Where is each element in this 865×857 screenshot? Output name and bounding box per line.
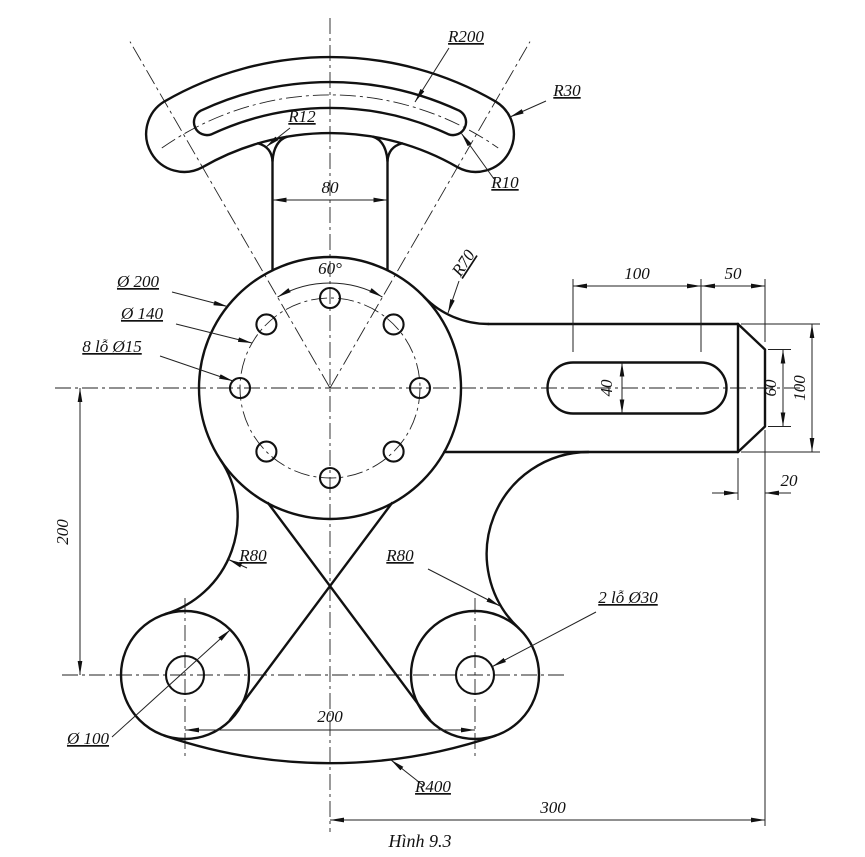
dim-label-r10: R10 [490, 173, 519, 192]
dim-label-100-top: 100 [624, 264, 650, 283]
left-fillet-r80 [164, 458, 239, 616]
dim-label-200-left: 200 [53, 519, 72, 545]
dim-label-80: 80 [322, 178, 340, 197]
right-lobe [409, 609, 541, 741]
handle-slot [192, 80, 468, 137]
dim-label-r400: R400 [414, 777, 451, 796]
arm-end-cap [736, 322, 767, 454]
dim-label-dia100: Ø 100 [66, 729, 110, 748]
bolt-holes [228, 286, 432, 490]
leader-lines [111, 47, 597, 787]
dim-label-60deg: 60° [318, 259, 342, 278]
dim-label-r12: R12 [287, 107, 316, 126]
right-lobe-hole [454, 654, 496, 696]
dim-label-60-right: 60 [761, 379, 780, 397]
dim-label-40: 40 [597, 379, 616, 397]
dim-label-20: 20 [781, 471, 799, 490]
dim-label-200-bottom: 200 [317, 707, 343, 726]
dim-label-2-holes: 2 lỗ Ø30 [598, 588, 658, 607]
dim-label-dia140: Ø 140 [120, 304, 164, 323]
dim-label-r70: R70 [447, 246, 479, 281]
dim-label-8-holes: 8 lỗ Ø15 [82, 337, 142, 356]
dim-label-50: 50 [725, 264, 743, 283]
part-outline [119, 55, 767, 765]
dim-label-r80-left: R80 [238, 546, 267, 565]
dim-label-300: 300 [539, 798, 566, 817]
right-fillet-r80 [485, 450, 590, 630]
arm-slot [546, 361, 728, 415]
dim-label-100-right: 100 [790, 375, 809, 401]
figure-caption: Hình 9.3 [388, 831, 452, 851]
left-lobe [119, 609, 251, 741]
bottom-arc-r400 [163, 734, 497, 765]
centerlines [55, 18, 802, 832]
arm-top-fillet-r70 [422, 295, 490, 326]
dimension-lines [77, 197, 820, 826]
dim-label-r80-right: R80 [385, 546, 414, 565]
dim-label-dia200: Ø 200 [116, 272, 160, 291]
left-lobe-hole [164, 654, 206, 696]
handle-outline [145, 55, 515, 174]
central-boss [197, 255, 463, 521]
dim-label-r200: R200 [447, 27, 484, 46]
dim-label-r30: R30 [552, 81, 581, 100]
